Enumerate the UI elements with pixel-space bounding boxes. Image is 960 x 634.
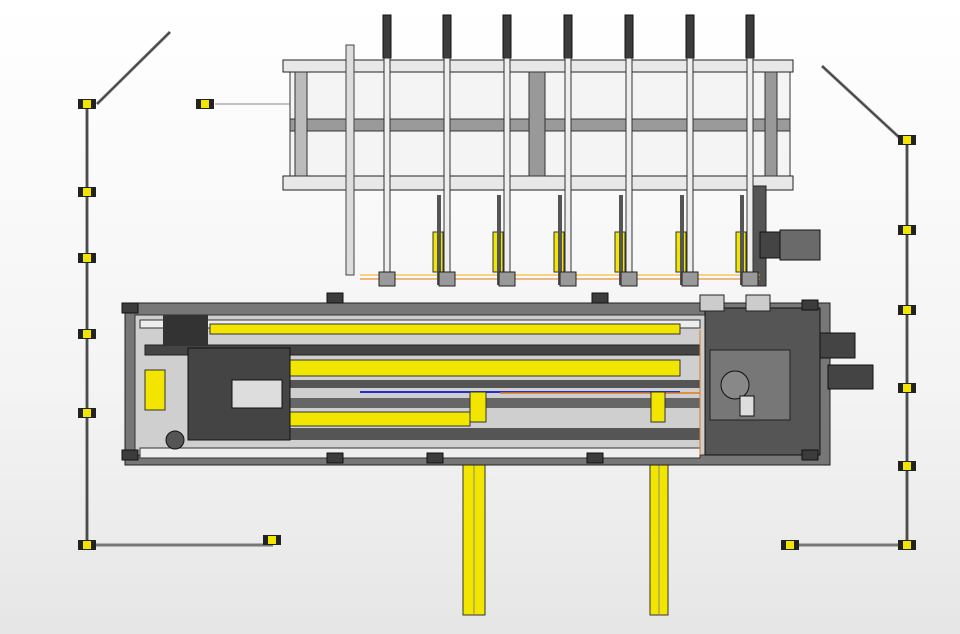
carriage-block bbox=[163, 315, 208, 345]
fence-bracket bbox=[78, 540, 96, 550]
gantry-post bbox=[614, 14, 638, 287]
fence-bracket bbox=[898, 383, 916, 393]
gantry-post bbox=[735, 14, 759, 287]
gripper bbox=[492, 195, 504, 285]
fence-bracket bbox=[78, 329, 96, 339]
fence-sensor bbox=[196, 99, 214, 109]
gantry-posts bbox=[378, 14, 759, 287]
fence-bracket bbox=[898, 461, 916, 471]
fence-bracket bbox=[78, 253, 96, 263]
yellow-rail-3 bbox=[289, 411, 471, 427]
drive-wheel bbox=[165, 430, 185, 450]
left-fence-brackets bbox=[78, 99, 281, 550]
right-fence-brackets bbox=[781, 135, 916, 550]
fence-bracket bbox=[781, 540, 799, 550]
right-safety-fence bbox=[785, 64, 909, 547]
gripper bbox=[614, 195, 626, 285]
machine-foot bbox=[801, 449, 819, 461]
upper-gantry bbox=[282, 44, 821, 287]
gripper bbox=[432, 195, 444, 285]
machine-foot bbox=[591, 292, 609, 304]
machine-feet bbox=[121, 292, 819, 464]
gantry-post bbox=[432, 14, 456, 287]
side-motor-2 bbox=[827, 364, 874, 390]
gantry-rail-top bbox=[282, 59, 794, 73]
yellow-rail-1 bbox=[209, 323, 681, 335]
fence-bracket bbox=[898, 305, 916, 315]
machine-foot bbox=[326, 452, 344, 464]
side-motor-1 bbox=[819, 332, 856, 359]
fence-bracket bbox=[898, 135, 916, 145]
gripper bbox=[553, 195, 565, 285]
fence-bracket bbox=[78, 408, 96, 418]
gantry-rail-bottom bbox=[282, 175, 794, 191]
gripper bbox=[675, 195, 687, 285]
gripper bbox=[735, 195, 747, 285]
machine-foot bbox=[121, 302, 139, 314]
machine-foot bbox=[586, 452, 604, 464]
fence-bracket bbox=[898, 225, 916, 235]
fence-bracket bbox=[78, 99, 96, 109]
gantry-post bbox=[675, 14, 699, 287]
lower-conveyor bbox=[124, 294, 874, 466]
fence-bracket bbox=[898, 540, 916, 550]
fence-bracket bbox=[263, 535, 281, 545]
gantry-post bbox=[492, 14, 516, 287]
machine-foot bbox=[121, 449, 139, 461]
machine-foot bbox=[326, 292, 344, 304]
gantry-post bbox=[378, 14, 396, 287]
yellow-rail-2 bbox=[289, 359, 681, 377]
machine-foot bbox=[801, 299, 819, 311]
machine-foot bbox=[426, 452, 444, 464]
left-safety-fence bbox=[85, 30, 290, 547]
fence-bracket bbox=[78, 187, 96, 197]
gantry-post bbox=[553, 14, 577, 287]
